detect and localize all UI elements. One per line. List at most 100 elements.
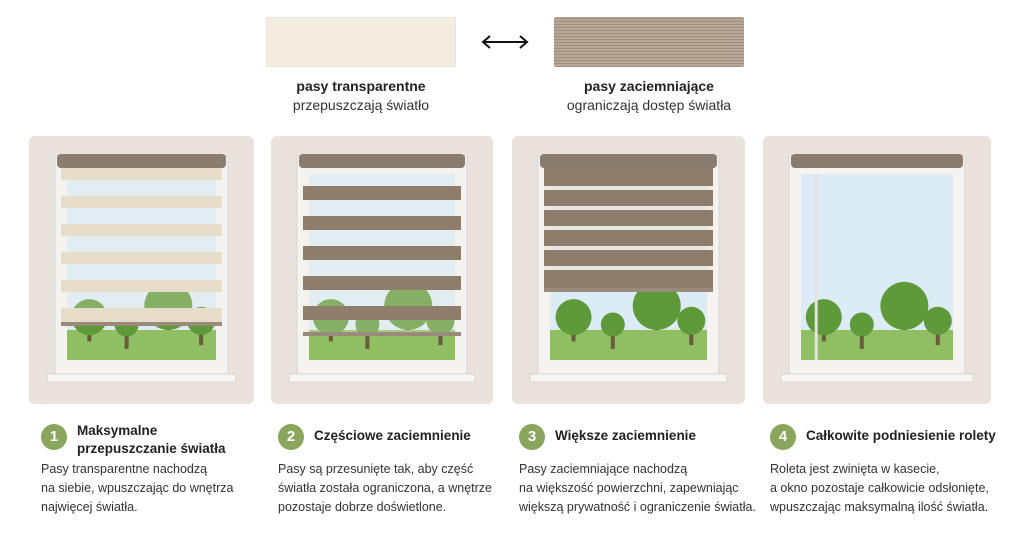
tree-crown [677,306,706,335]
tree-crown [632,281,681,330]
grass [67,330,216,360]
blind-stripe [303,246,461,260]
window-illustration-1 [29,136,254,404]
blackout-stripes-subtitle: ograniczają dostęp światła [566,97,732,113]
step-title: Większe zaciemnienie [555,427,755,445]
blind-stripe [61,168,222,180]
blind-stripe [544,226,713,230]
step-number-badge: 4 [770,424,796,450]
tree-trunk [610,326,615,349]
blind-stripe [544,250,713,266]
tree-crown [600,312,625,337]
blind-stripe [61,180,222,196]
step-title-line: Większe zaciemnienie [555,428,696,443]
transparent-stripes-swatch [266,17,456,67]
step-title: Maksymalne przepuszczanie światła [77,422,257,458]
tree-crown [555,299,592,336]
blind-bottom-rail [61,322,222,326]
blackout-stripes-swatch [554,17,744,67]
step-description-line: na siebie, wpuszczając do wnętrza [41,481,234,495]
tree-crown [849,312,874,337]
step-title-line: Maksymalne [77,423,158,438]
tree-trunk [365,326,370,349]
step-description-line: wpuszczając maksymalną ilość światła. [770,500,989,514]
blind-cassette [299,154,465,168]
blind-stripe [544,246,713,250]
step-title-line: Całkowite podniesienie rolety [806,428,996,443]
blind-stripe [61,308,222,322]
blind-cassette [540,154,717,168]
step-description-line: światła została ograniczona, a wnętrze [278,481,493,495]
double-arrow-icon [481,35,529,49]
tree-crown [805,299,842,336]
blind-stripe [303,168,461,186]
blind-stripe [303,290,461,306]
grass [550,330,707,360]
transparent-stripes-subtitle: przepuszczają światło [292,97,430,113]
blind-cassette [791,154,963,168]
blind-stripe [303,186,461,200]
step-number-badge: 1 [41,424,67,450]
blind-stripe [303,216,461,230]
blind-stripe [303,306,461,320]
blind-stripe [303,260,461,276]
step-description-line: Pasy są przesunięte tak, aby część [278,462,474,476]
blind-stripe [303,320,461,332]
step-title-line: przepuszczanie światła [77,441,226,456]
blind-stripe [303,276,461,290]
blind-stripe [61,292,222,308]
blackout-stripes-title: pasy zaciemniające [584,78,714,94]
blind-stripe [544,206,713,210]
window-sill [46,373,237,383]
transparent-stripes-label: pasy transparentne przepuszczają światło [231,77,491,115]
blind-cassette [57,154,226,168]
step-description-line: pozostaje dobrze doświetlone. [278,500,447,514]
step-description-line: Pasy zaciemniające nachodzą [519,462,688,476]
tree-trunk [859,326,864,349]
step-number-badge: 3 [519,424,545,450]
blind-bottom-rail [544,288,713,292]
window-scene [512,136,745,404]
blind-stripe [61,224,222,236]
blind-stripe [61,236,222,252]
blind-stripe [544,230,713,246]
tree-crown [880,281,929,330]
tree-crown [923,306,952,335]
step-description: Pasy są przesunięte tak, aby część świat… [278,460,518,517]
tree-trunk [124,326,129,349]
blackout-stripes-label: pasy zaciemniające ograniczają dostęp św… [519,77,779,115]
blind-stripe [544,266,713,270]
window-illustration-3 [512,136,745,404]
blind-stripe [544,270,713,288]
grass [801,330,953,360]
blind-stripe [303,230,461,246]
blind-stripe [544,210,713,226]
step-description: Roleta jest zwinięta w kasecie, a okno p… [770,460,1010,517]
step-description-line: a okno pozostaje całkowicie odsłonięte, [770,481,989,495]
window-sill [780,373,974,383]
blind-stripe [61,252,222,264]
blind-stripe [61,264,222,280]
window-sill [288,373,476,383]
window-scene [271,136,493,404]
window-scene [29,136,254,404]
step-number-badge: 2 [278,424,304,450]
blind-stripe [61,280,222,292]
step-title: Częściowe zaciemnienie [314,427,514,445]
step-description-line: na większość powierzchni, zapewniając [519,481,739,495]
step-description-line: większą prywatność i ograniczenie światł… [519,500,756,514]
blind-bottom-rail [303,332,461,336]
step-description-line: Pasy transparentne nachodzą [41,462,208,476]
step-title-line: Częściowe zaciemnienie [314,428,471,443]
blind-stripe [303,200,461,216]
step-description-line: Roleta jest zwinięta w kasecie, [770,462,940,476]
step-description: Pasy transparentne nachodzą na siebie, w… [41,460,281,517]
window-illustration-2 [271,136,493,404]
window-illustration-4 [763,136,991,404]
blind-stripe [544,186,713,190]
blind-stripe [61,208,222,224]
transparent-stripes-title: pasy transparentne [296,78,426,94]
step-description: Pasy zaciemniające nachodzą na większość… [519,460,769,517]
blind-stripe [544,168,713,186]
window-sill [529,373,728,383]
